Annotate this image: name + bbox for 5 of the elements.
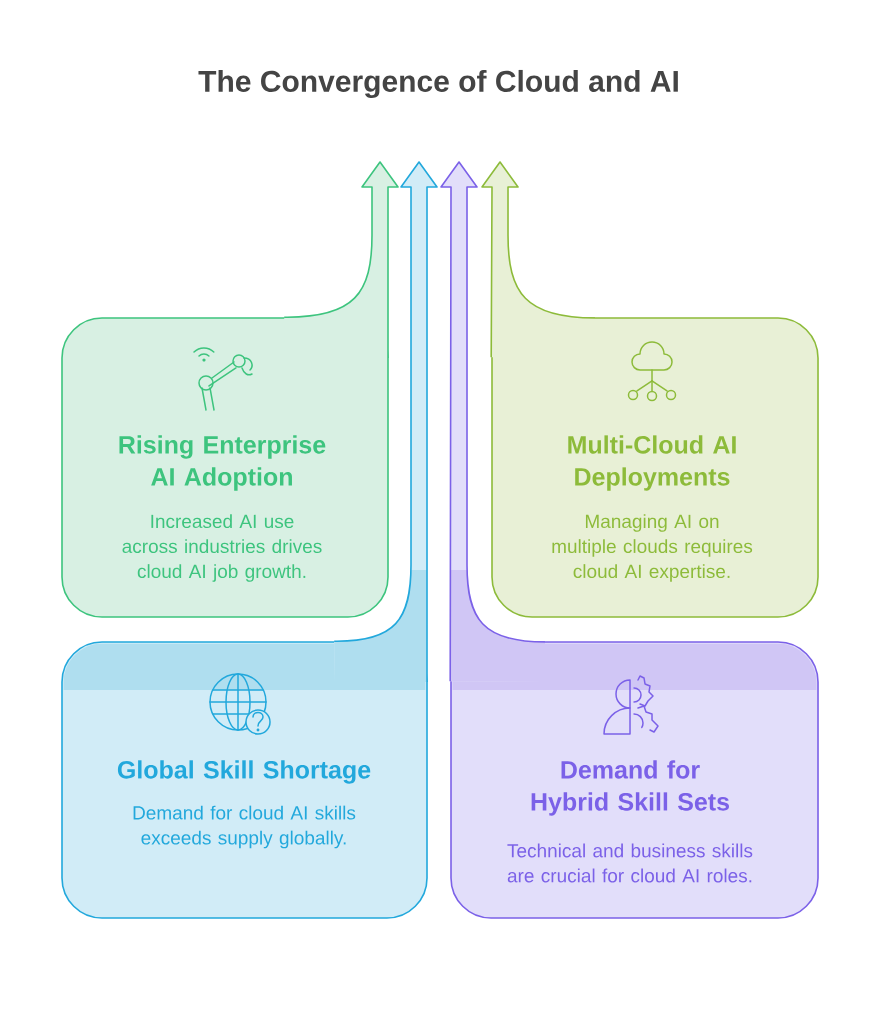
card-heading: Demand for Hybrid Skill Sets [531, 760, 729, 816]
title: The Convergence of Cloud and AI [198, 69, 678, 99]
card-heading: Global Skill Shortage [117, 760, 371, 784]
card-description: Demand for cloud AI skills exceeds supply globally. [133, 805, 356, 849]
card-description: Technical and business skills are crucial for cloud AI roles. [507, 843, 753, 883]
